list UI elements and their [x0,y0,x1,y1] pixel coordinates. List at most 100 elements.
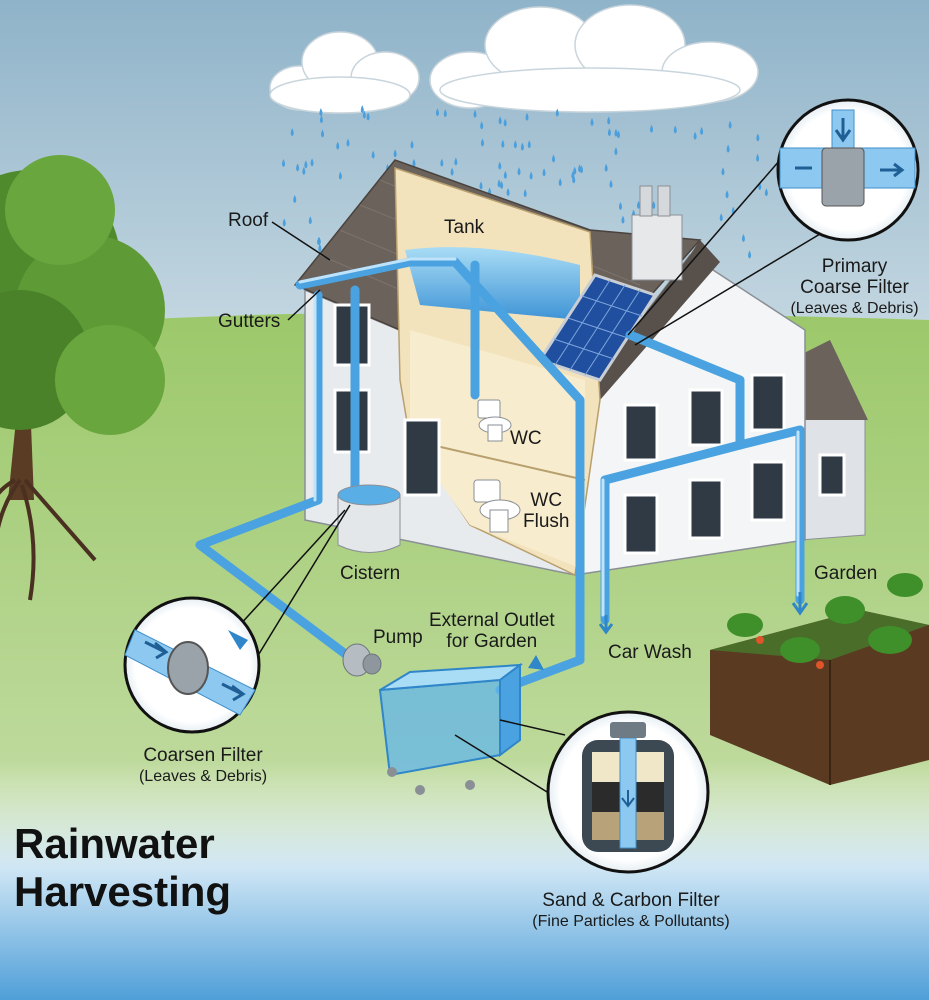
water-pipes [195,257,805,695]
rain-drop [700,126,704,135]
cloud-right [429,4,759,113]
rain-drop [318,243,322,252]
rain-drop [607,128,611,137]
rain-drop [513,140,517,149]
house [293,159,868,577]
rain-drop [618,202,622,211]
rain-drop [503,170,507,179]
rain-drop [748,250,752,259]
rain-drop [501,139,505,148]
rain-drop [443,109,447,118]
rain-drop [498,161,502,170]
rain-drop [319,108,323,117]
rain-drop [317,237,321,246]
primary-filter-label: Primary Coarse Filter (Leaves & Debris) [782,256,927,319]
page-title-line2: Harvesting [14,868,232,915]
garden-bed [710,610,929,785]
rain-drop [296,163,300,172]
rain-drop [525,112,529,121]
external-outlet-label-line1: External Outlet [429,610,555,631]
rain-drop [693,131,697,140]
sand-carbon-filter-label: Sand & Carbon Filter (Fine Particles & P… [520,890,742,932]
rain-drop [636,200,640,209]
rain-drop [366,112,370,121]
rain-drop [741,234,745,243]
pipe-highlights [298,257,800,617]
pump-label: Pump [373,627,423,648]
rain-drop [616,130,620,139]
rain-drop [614,128,618,137]
rain-drop [621,215,625,224]
rain-drop [282,218,286,227]
wc-flush-label-line2: Flush [523,511,570,532]
rain-drop [362,110,366,119]
rain-drop [412,158,416,167]
rain-drop [607,116,611,125]
rain-drop [756,133,760,142]
rain-drop [498,116,502,125]
rain-drop [555,108,559,117]
sand-carbon-filter-label-line2: (Fine Particles & Pollutants) [532,913,730,930]
rain-drop [308,216,312,225]
rain-drop [497,179,501,188]
rain-drop [604,163,608,172]
rain-drop [614,147,618,156]
solar-panel-icon [537,273,658,382]
sand-carbon-filter-callout [546,710,710,874]
rain-drop [336,141,340,150]
gutters-label: Gutters [218,311,281,332]
rain-drop [338,171,342,180]
rain-drop [578,164,582,173]
wc-toilet-icon [477,399,512,442]
rain-drop [310,158,314,167]
rain-drop [573,166,577,175]
garden-label: Garden [814,563,878,584]
roof-label: Roof [228,210,269,231]
primary-filter-label-line1: Primary [821,256,888,277]
rain-drop [650,124,654,133]
page-title: Rainwater Harvesting [14,820,231,916]
rain-drop [764,188,768,197]
water-band [0,760,929,1000]
rain-drop [609,179,613,188]
rain-drop [572,175,576,184]
primary-filter-label-line3: (Leaves & Debris) [790,300,919,317]
rain-drop [346,138,350,147]
primary-filter-label-line2: Coarse Filter [800,277,909,298]
coarsen-filter-label-line1: Coarsen Filter [143,745,263,766]
rain-drop [523,189,527,198]
rain-drop [558,178,562,187]
leader-lines [161,159,831,801]
rain-drop [719,213,723,222]
rain-drop [450,167,454,176]
rain-drop [652,201,656,210]
rain-drop [726,144,730,153]
rain-drop [673,125,677,134]
storage-tank-icon [378,663,524,795]
rain-drop [440,158,444,167]
external-outlet-label-line2: for Garden [446,631,538,652]
car-wash-label: Car Wash [608,642,692,663]
rain-drop [454,157,458,166]
coarsen-filter-callout [123,596,261,734]
rain-drop [728,120,732,129]
rain-drop [479,181,483,190]
rain-drop [527,140,531,149]
rain-drop [590,117,594,126]
rain-drop [290,128,294,137]
rain-drop [542,168,546,177]
rain-drop [756,153,760,162]
rain-drop [293,195,297,204]
rain-drop [480,138,484,147]
wc-flush-label-line1: WC [530,490,563,511]
rain-drop [517,167,521,176]
rain-drop [529,171,533,180]
rain-drop [473,109,477,118]
primary-filter-callout [776,98,920,242]
tree-icon [0,155,165,601]
outlet-arrow-icon [528,655,544,670]
rain-drop [371,150,375,159]
coarsen-filter-label-line2: (Leaves & Debris) [138,768,268,785]
